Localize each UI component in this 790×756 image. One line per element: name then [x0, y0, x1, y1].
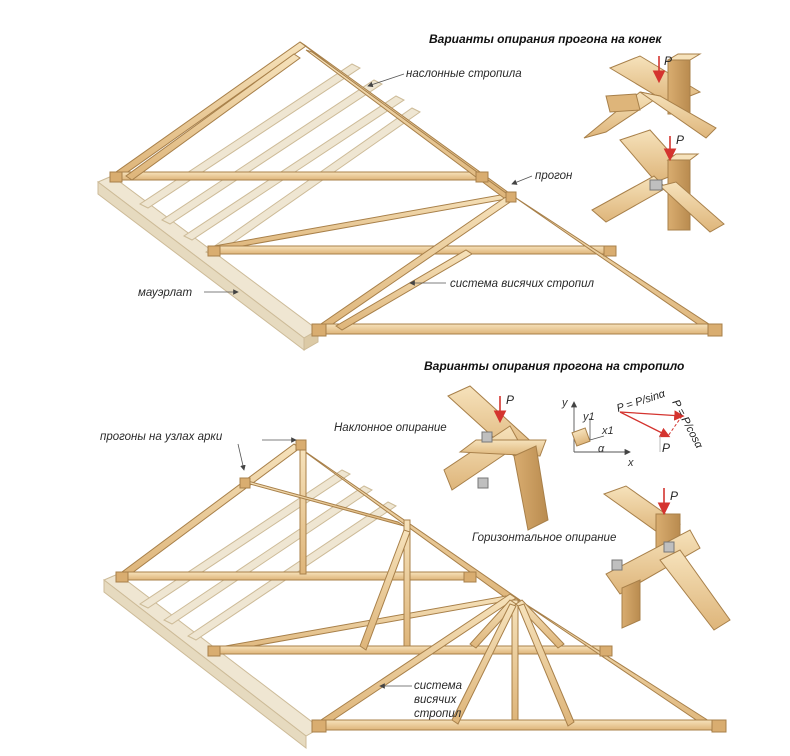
load-label-4: P [670, 489, 678, 503]
bottom-roof-illustration: P y x y1 x1 α P P = P/sinα P = P/cosα [100, 359, 731, 750]
pale-rafters [139, 63, 421, 257]
horizontal-support-label: Горизонтальное опирание [472, 532, 616, 544]
mauerlat-beam [97, 175, 319, 352]
load-label-3: P [506, 393, 514, 407]
bottom-mauerlat-beam [103, 573, 321, 750]
axis-x1-label: x1 [601, 425, 614, 437]
purlin-label: прогон [535, 170, 573, 182]
rafters-leader [367, 73, 405, 88]
bottom-title: Варианты опирания прогона на стропило [424, 359, 684, 373]
ridge-support-detail-1: P [583, 53, 717, 139]
ridge-support-detail-2: P [591, 129, 725, 233]
axis-x-label: x [627, 457, 634, 469]
load-label-1: P [664, 54, 672, 68]
bottom-joint-blocks [115, 439, 727, 733]
horizontal-support-detail: P [602, 485, 731, 631]
top-wood-frame [115, 41, 719, 335]
axis-y1-label: y1 [582, 411, 595, 423]
purlins-leader-1 [237, 443, 246, 471]
inclined-support-detail: P [443, 385, 549, 531]
formula-y: P = P/cosα [669, 398, 705, 451]
purlin-leader [511, 175, 533, 185]
top-title: Варианты опирания прогона на конек [429, 32, 662, 46]
force-diagram: y x y1 x1 α P P = P/sinα P = P/cosα [561, 388, 705, 469]
bottom-pale-rafters [139, 469, 397, 641]
top-joint-blocks [109, 171, 723, 337]
rafters-label: наслонные стропила [406, 68, 522, 80]
top-roof-illustration: P P Варианты опирания прогона на конек н… [97, 32, 725, 352]
angle-label: α [598, 443, 605, 455]
hanging-system-label: система висячих стропил [450, 278, 595, 290]
formula-x: P = P/sinα [615, 388, 667, 415]
purlins-on-nodes-label: прогоны на узлах арки [100, 431, 223, 443]
load-label-2: P [676, 133, 684, 147]
mauerlat-label: мауэрлат [138, 287, 192, 299]
system-label-line3: стропил [414, 708, 462, 720]
system-label-line1: система [414, 680, 462, 692]
system-label-line2: висячих [414, 694, 458, 706]
force-load-label: P [662, 441, 670, 455]
inclined-support-label: Наклонное опирание [334, 422, 447, 434]
axis-y-label: y [561, 397, 569, 409]
